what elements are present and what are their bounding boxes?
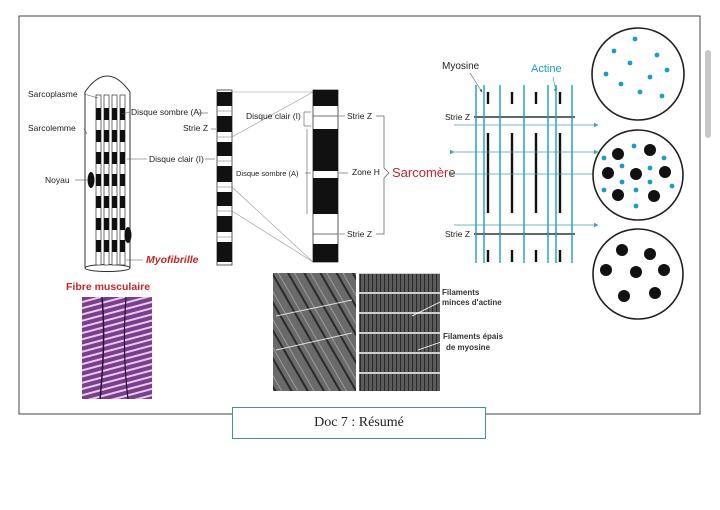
cross-section-actin <box>591 27 685 121</box>
label-filaments-epais-1: Filaments épais <box>443 332 504 341</box>
label-strie-z-fibre: Strie Z <box>183 123 208 133</box>
label-fibre-musculaire: Fibre musculaire <box>66 281 150 293</box>
label-strie-z-fil-top: Strie Z <box>445 112 470 122</box>
cross-section-overlap <box>592 129 684 221</box>
sarcomere-brace <box>376 115 390 235</box>
myofibril-columns <box>95 94 126 266</box>
electron-micrograph-1 <box>273 273 356 391</box>
label-sarcolemme: Sarcolemme <box>28 123 76 133</box>
label-disque-clair-sarc: Disque clair (I) <box>246 111 301 121</box>
label-filaments-minces-2: minces d'actine <box>442 298 502 307</box>
nucleus-2 <box>124 227 132 243</box>
label-zone-h: Zone H <box>352 167 380 177</box>
myofibril-detail <box>216 89 233 266</box>
label-filaments-minces-1: Filaments <box>442 288 480 297</box>
label-sarcomere: Sarcomère <box>392 165 456 180</box>
sarcomere-detail <box>312 89 339 263</box>
label-sarcoplasme: Sarcoplasme <box>28 89 78 99</box>
nucleus-1 <box>87 172 95 188</box>
label-noyau: Noyau <box>45 175 70 185</box>
electron-micrograph-2 <box>359 273 440 391</box>
label-myofibrille: Myofibrille <box>146 254 199 266</box>
filament-diagram: Myosine Actine Strie Z Strie Z <box>442 61 599 263</box>
label-strie-z-sarc-bottom: Strie Z <box>347 229 372 239</box>
label-strie-z-fil-bottom: Strie Z <box>445 229 470 239</box>
label-actine: Actine <box>531 63 562 75</box>
cross-section-myosin <box>592 228 684 320</box>
label-disque-sombre-sarc: Disque sombre (A) <box>236 169 299 178</box>
document-caption: Doc 7 : Résumé <box>232 407 486 439</box>
label-disque-clair-fibre: Disque clair (I) <box>149 154 204 164</box>
label-myosine: Myosine <box>442 61 480 72</box>
fibre-micrograph <box>82 297 152 399</box>
label-strie-z-sarc-top: Strie Z <box>347 111 372 121</box>
muscle-fibre <box>84 75 132 272</box>
label-filaments-epais-2: de myosine <box>446 343 491 352</box>
scrollbar[interactable] <box>705 50 711 138</box>
label-disque-sombre-fibre: Disque sombre (A) <box>131 107 202 117</box>
